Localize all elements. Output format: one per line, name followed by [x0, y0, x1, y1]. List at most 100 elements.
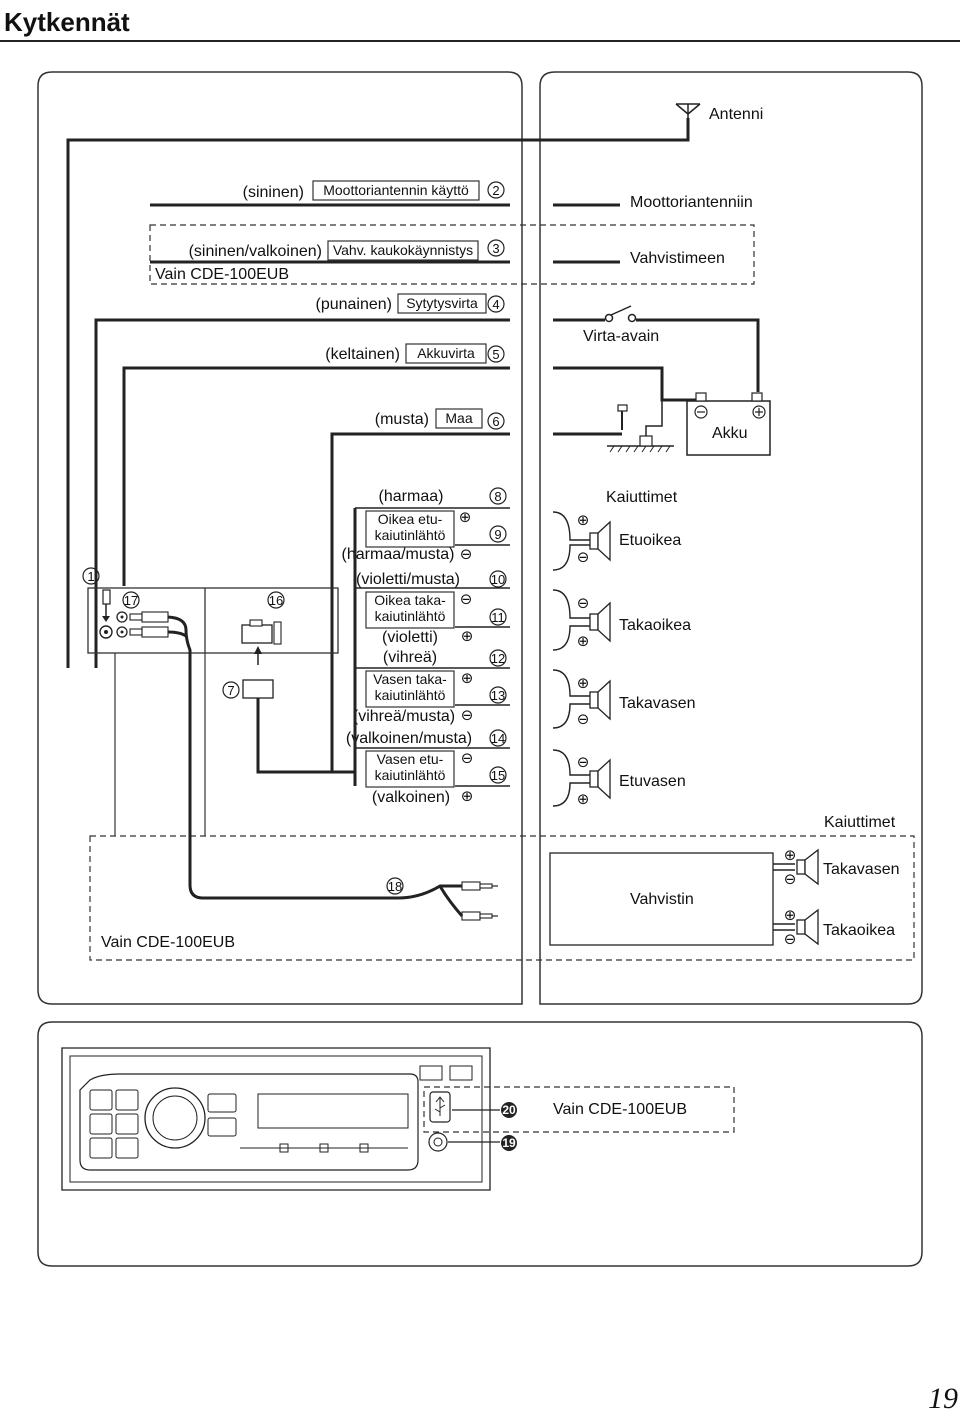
spk1-plus: ⊕ [577, 511, 590, 529]
sp-13-line1: Vasen taka- [373, 671, 447, 687]
vain-dashed-box-top [149, 224, 755, 285]
spk2-plus: ⊕ [577, 632, 590, 650]
spk4-plus: ⊕ [577, 790, 590, 808]
ground-icon [607, 400, 674, 453]
wire-5-line [122, 366, 510, 586]
aux-jack-icon [428, 1132, 448, 1152]
vain-label-top: Vain CDE-100EUB [155, 266, 289, 283]
sp-9-plus: ⊕ [459, 508, 472, 526]
num-20: 20 [502, 1103, 516, 1117]
sp-11-line1: Oikea taka- [374, 592, 446, 608]
sp-9-num: 9 [494, 527, 501, 542]
rca-split [438, 885, 464, 917]
num-7-circle [222, 681, 240, 699]
amplifier-box [549, 852, 774, 946]
ignition-switch-icon [604, 305, 637, 323]
sp-8-color: (harmaa) [379, 488, 444, 505]
num-19: 19 [502, 1136, 516, 1150]
wire-4-label-box [397, 293, 487, 314]
wire-6-line [330, 432, 510, 772]
sp-14-num: 14 [491, 731, 505, 746]
sp-13-num: 13 [491, 688, 505, 703]
sp-14-num-circle [489, 729, 507, 747]
sp-12-num-circle [489, 649, 507, 667]
target-amplifier: Vahvistimeen [630, 250, 725, 267]
num-1: 1 [87, 569, 94, 584]
wire-4-num-circle [487, 295, 505, 313]
sp-8-num: 8 [494, 489, 501, 504]
num-20-circle [501, 1102, 517, 1118]
spk2-minus: ⊖ [577, 594, 590, 612]
spk3-minus: ⊖ [577, 710, 590, 728]
amp-spk1-minus: ⊖ [784, 870, 797, 888]
sp-15-num: 15 [491, 768, 505, 783]
sp-15-line1: Vasen etu- [377, 751, 444, 767]
sp-11-line2: kaiutinlähtö [375, 608, 446, 624]
speaker-icon [552, 589, 611, 651]
num-1-circle [82, 567, 100, 585]
num-17: 17 [124, 593, 138, 608]
num-18-circle [386, 877, 404, 895]
battery-label: Akku [712, 425, 748, 442]
wire-3-num-circle [487, 239, 505, 257]
amp-spk2-plus: ⊕ [784, 906, 797, 924]
sp-11b-plus: ⊕ [461, 627, 474, 645]
amp-speaker-2-label: Takaoikea [823, 922, 895, 939]
speaker-4-label: Etuvasen [619, 773, 686, 790]
sp-9b-minus: ⊖ [460, 545, 473, 563]
sp-11-num-circle [489, 608, 507, 626]
sp-12-num: 12 [491, 651, 505, 666]
antenna-jack-icon [99, 589, 113, 639]
unit-panel [37, 1021, 923, 1267]
spk1-minus: ⊖ [577, 548, 590, 566]
sp-8-num-circle [489, 487, 507, 505]
speaker-1-label: Etuoikea [619, 532, 681, 549]
vain-dashed-box-unit [423, 1086, 735, 1133]
wire-2-num-circle [487, 181, 505, 199]
wire-5-num-circle [487, 345, 505, 363]
wire-6-num-circle [487, 412, 505, 430]
rca-cable [167, 615, 462, 900]
sp-11-num: 11 [491, 610, 505, 625]
num-16: 16 [269, 593, 283, 608]
sp-15-line2: kaiutinlähtö [375, 767, 446, 783]
wire-2-num: 2 [492, 183, 499, 198]
sp-11-group-box [365, 591, 455, 629]
wire-3-label: Vahv. kaukokäynnistys [333, 242, 473, 258]
sp-13-num-circle [489, 686, 507, 704]
wire-6-label: Maa [445, 410, 472, 426]
wire-6-label-box [435, 408, 483, 429]
antenna-cable [66, 118, 690, 668]
wire-3-color: (sininen/valkoinen) [189, 243, 322, 260]
sp-13-group-box [365, 670, 455, 708]
sp-10-num-circle [489, 570, 507, 588]
sp-15b-color: (valkoinen) [372, 789, 450, 806]
wire-5-num: 5 [492, 347, 499, 362]
speaker-3-label: Takavasen [619, 695, 696, 712]
speaker-icon [552, 669, 611, 729]
vain-label-unit: Vain CDE-100EUB [553, 1101, 687, 1118]
target-motor-antenna: Moottoriantenniin [630, 194, 753, 211]
battery-icon [686, 392, 771, 456]
sp-11-minus: ⊖ [460, 590, 473, 608]
sp-15b-plus: ⊕ [461, 787, 474, 805]
wire-3-num: 3 [492, 241, 499, 256]
speaker-icon [552, 749, 611, 807]
speaker-2-label: Takaoikea [619, 617, 691, 634]
wire-4-line [94, 318, 510, 668]
wire-2-label: Moottoriantennin käyttö [323, 182, 469, 198]
sp-10-num: 10 [491, 572, 505, 587]
amp-speakers-heading: Kaiuttimet [824, 814, 896, 831]
sp-13-line2: kaiutinlähtö [375, 687, 446, 703]
target-ignition-key: Virta-avain [583, 328, 659, 345]
num-7: 7 [227, 683, 234, 698]
sp-15-num-circle [489, 766, 507, 784]
wire-5-label: Akkuvirta [417, 345, 475, 361]
num-17-circle [122, 591, 140, 609]
spk4-minus: ⊖ [577, 753, 590, 771]
sp-13b-color: (vihreä/musta) [353, 708, 455, 725]
sp-12-color: (vihreä) [383, 649, 437, 666]
sp-9b-color: (harmaa/musta) [342, 546, 455, 563]
wire-2-color: (sininen) [243, 184, 304, 201]
